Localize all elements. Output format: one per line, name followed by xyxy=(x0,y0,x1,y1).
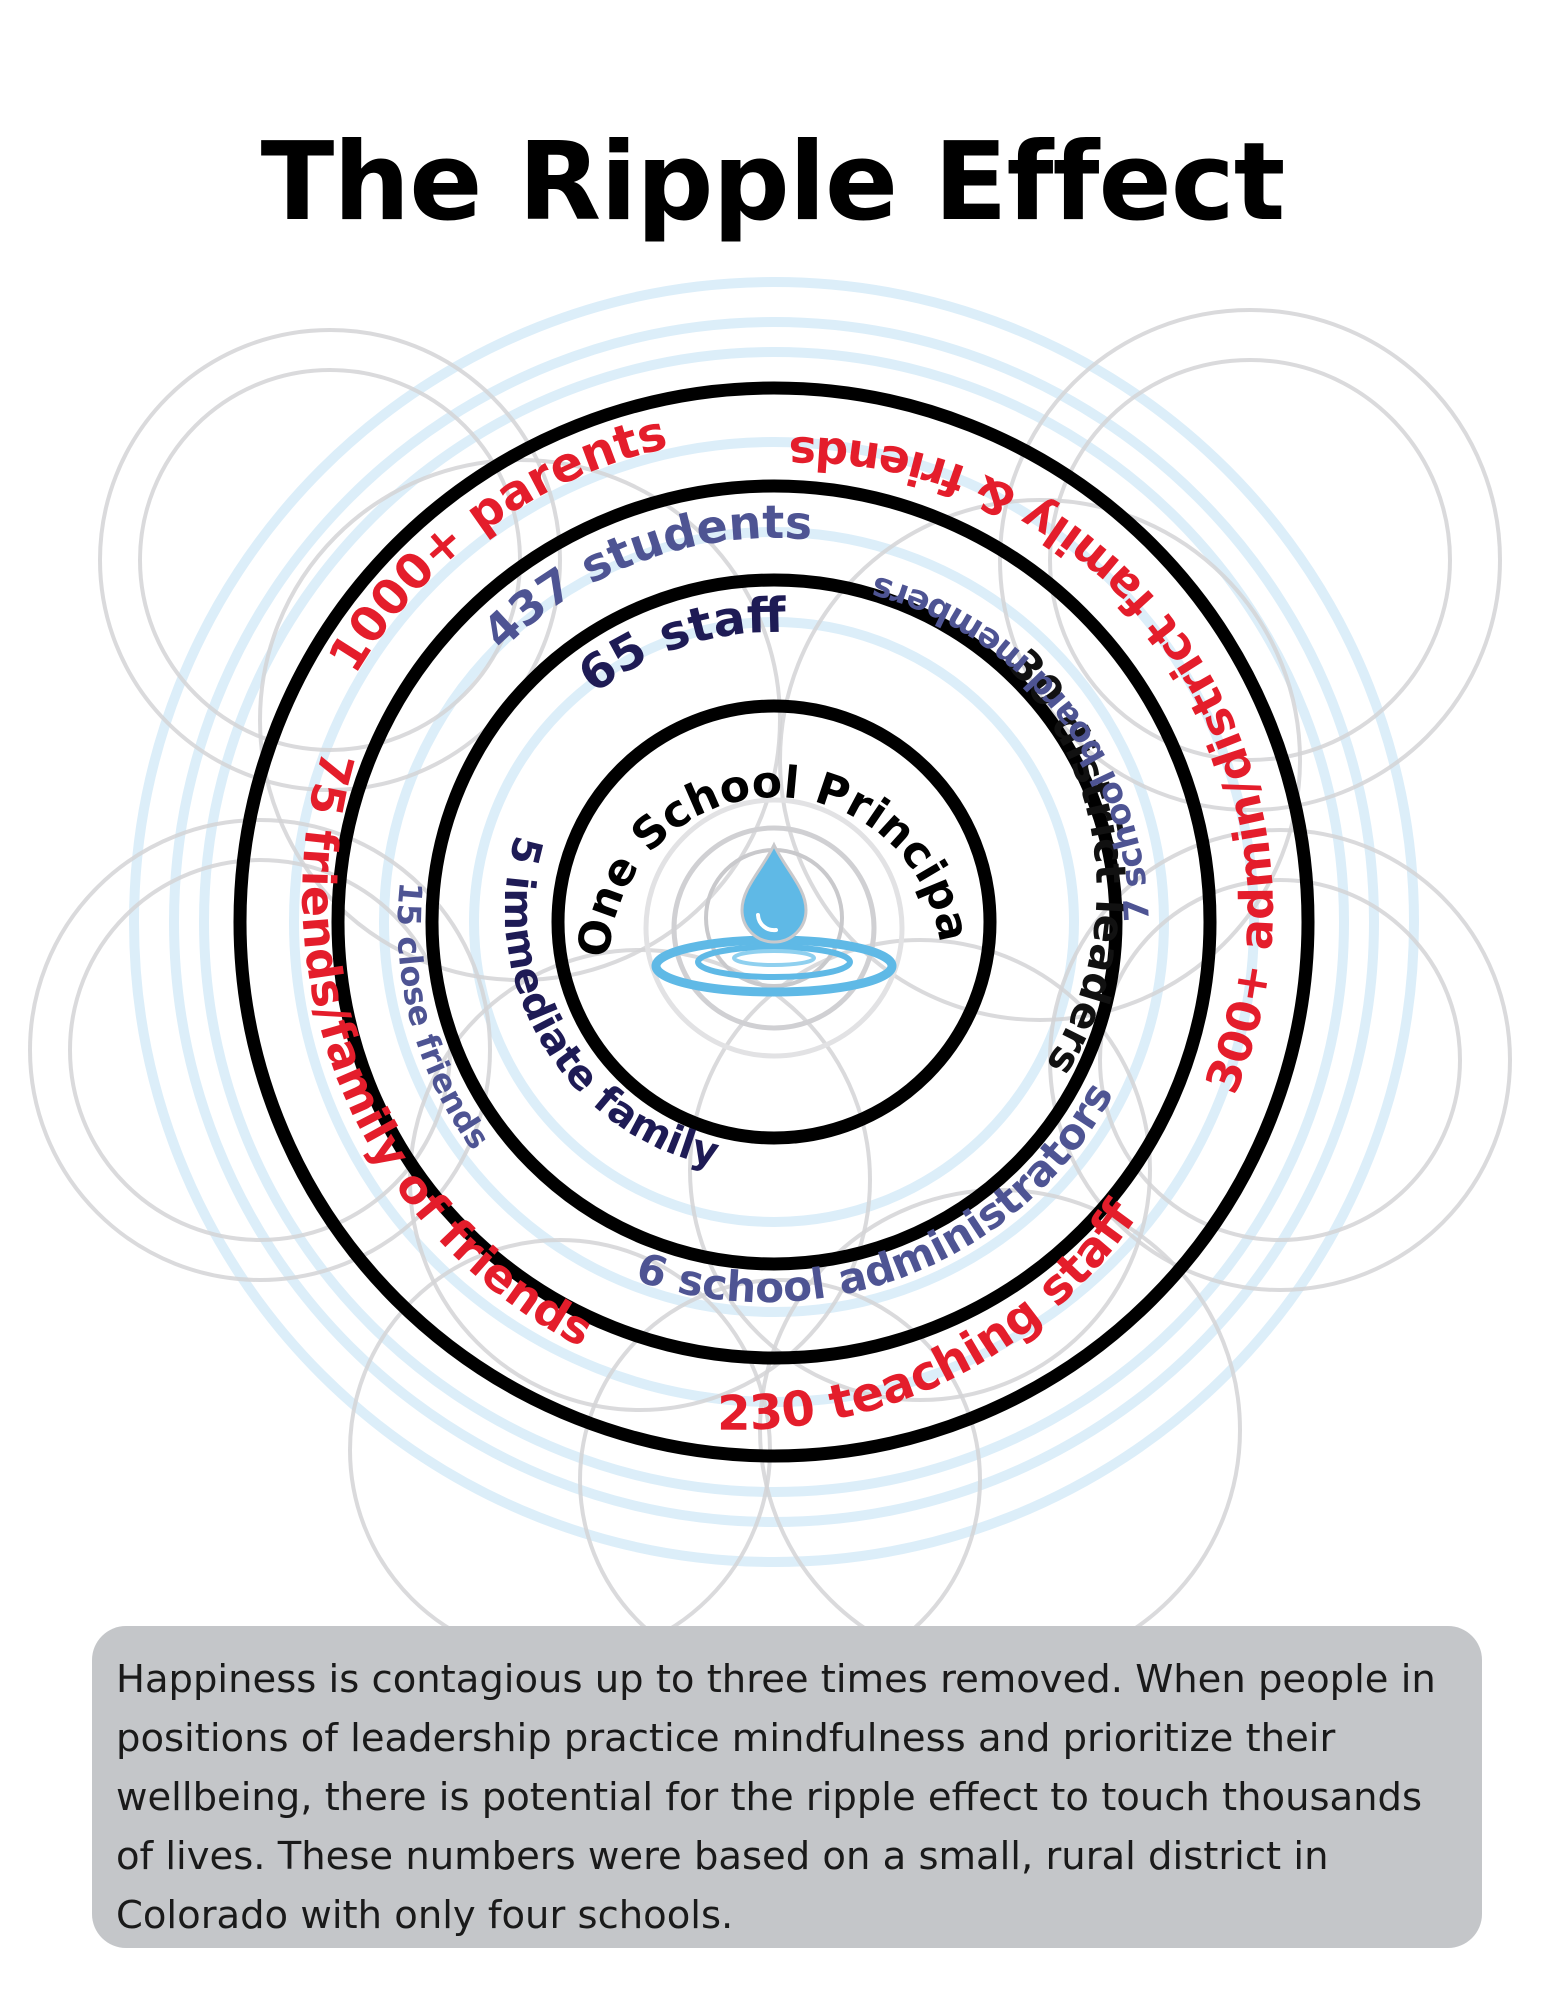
ring-label-admin-district-family: 300+ admin/district family & friends xyxy=(789,426,1284,1100)
caption-box: Happiness is contagious up to three time… xyxy=(92,1626,1482,1948)
caption-text: Happiness is contagious up to three time… xyxy=(116,1650,1452,1945)
ring-label-immediate-family: 5 immediate family xyxy=(495,832,724,1177)
ring-label-staff: 65 staff xyxy=(568,588,787,705)
water-drop-icon xyxy=(646,800,902,1056)
